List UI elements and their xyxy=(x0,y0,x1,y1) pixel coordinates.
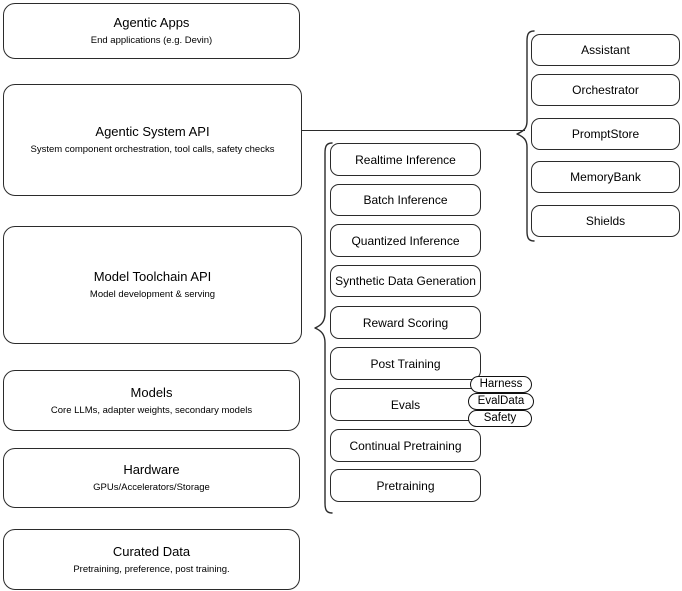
capability-box-batch-inference[interactable]: Batch Inference xyxy=(330,184,481,216)
layer-subtitle: Core LLMs, adapter weights, secondary mo… xyxy=(50,404,253,416)
capability-box-post-training[interactable]: Post Training xyxy=(330,347,481,380)
capability-label: Post Training xyxy=(370,356,441,371)
component-label: Orchestrator xyxy=(572,83,639,97)
component-box-assistant[interactable]: Assistant xyxy=(531,34,680,66)
evals-chip-harness[interactable]: Harness xyxy=(470,376,532,393)
layer-box-model-toolchain-api[interactable]: Model Toolchain API Model development & … xyxy=(3,226,302,344)
chip-label: EvalData xyxy=(477,395,525,407)
capability-box-realtime-inference[interactable]: Realtime Inference xyxy=(330,143,481,176)
chip-label: Harness xyxy=(479,378,523,390)
component-box-memorybank[interactable]: MemoryBank xyxy=(531,161,680,193)
evals-chip-evaldata[interactable]: EvalData xyxy=(468,393,534,410)
chip-label: Safety xyxy=(483,412,517,424)
layer-title: Hardware xyxy=(123,462,180,477)
capability-label: Quantized Inference xyxy=(351,233,460,248)
capability-box-reward-scoring[interactable]: Reward Scoring xyxy=(330,306,481,339)
layer-title: Agentic System API xyxy=(95,124,210,139)
brace-system-components xyxy=(516,30,535,242)
layer-subtitle: System component orchestration, tool cal… xyxy=(30,144,275,155)
layer-subtitle: GPUs/Accelerators/Storage xyxy=(93,482,210,493)
component-label: Assistant xyxy=(581,43,630,57)
component-label: PromptStore xyxy=(571,127,640,141)
component-label: MemoryBank xyxy=(570,170,641,184)
capability-label: Synthetic Data Generation xyxy=(335,274,476,288)
evals-chip-safety[interactable]: Safety xyxy=(468,410,532,427)
layer-box-models[interactable]: Models Core LLMs, adapter weights, secon… xyxy=(3,370,300,431)
capability-box-continual-pretraining[interactable]: Continual Pretraining xyxy=(330,429,481,462)
layer-subtitle: Pretraining, preference, post training. xyxy=(73,563,230,575)
capability-label: Continual Pretraining xyxy=(349,438,462,453)
layer-box-curated-data[interactable]: Curated Data Pretraining, preference, po… xyxy=(3,529,300,590)
capability-label: Evals xyxy=(390,397,421,412)
capability-box-pretraining[interactable]: Pretraining xyxy=(330,469,481,502)
capability-label: Realtime Inference xyxy=(355,152,456,167)
capability-box-evals[interactable]: Evals xyxy=(330,388,481,421)
layer-title: Models xyxy=(130,384,173,400)
layer-title: Agentic Apps xyxy=(113,15,190,30)
component-box-promptstore[interactable]: PromptStore xyxy=(531,118,680,150)
capability-label: Batch Inference xyxy=(363,193,448,207)
component-box-shields[interactable]: Shields xyxy=(531,205,680,237)
capability-label: Reward Scoring xyxy=(362,315,449,330)
layer-subtitle: End applications (e.g. Devin) xyxy=(90,35,213,46)
layer-box-agentic-system-api[interactable]: Agentic System API System component orch… xyxy=(3,84,302,196)
layer-title: Curated Data xyxy=(112,543,191,559)
layer-subtitle: Model development & serving xyxy=(89,289,216,300)
capability-box-synthetic-data-generation[interactable]: Synthetic Data Generation xyxy=(330,265,481,297)
component-box-orchestrator[interactable]: Orchestrator xyxy=(531,74,680,106)
brace-toolchain-capabilities xyxy=(314,142,333,514)
capability-label: Pretraining xyxy=(376,478,435,493)
capability-box-quantized-inference[interactable]: Quantized Inference xyxy=(330,224,481,257)
layer-box-hardware[interactable]: Hardware GPUs/Accelerators/Storage xyxy=(3,448,300,508)
layer-box-agentic-apps[interactable]: Agentic Apps End applications (e.g. Devi… xyxy=(3,3,300,59)
connector-line-system-api-to-components xyxy=(302,130,525,132)
component-label: Shields xyxy=(585,214,626,228)
layer-title: Model Toolchain API xyxy=(93,269,212,284)
